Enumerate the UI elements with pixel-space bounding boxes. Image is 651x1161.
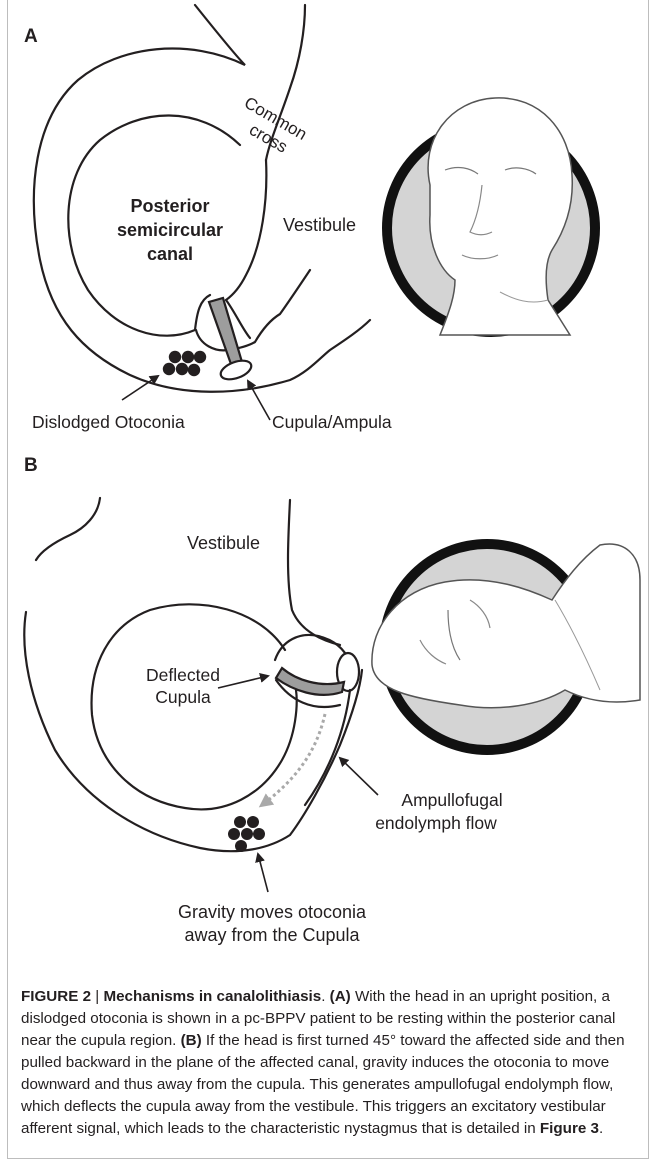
panel-a-otoconia	[163, 351, 206, 376]
canal-label-line3: canal	[147, 244, 193, 264]
caption-figure-label: FIGURE 2	[21, 988, 91, 1005]
canal-label-line2: semicircular	[117, 220, 223, 240]
caption-end: .	[599, 1120, 603, 1137]
caption-title: Mechanisms in canalolithiasis	[103, 988, 321, 1005]
caption-a-label: (A)	[330, 988, 351, 1005]
gravity-pointer-arrow	[258, 854, 268, 892]
cupula-ampula-label: Cupula/Ampula	[272, 412, 392, 432]
flow-label-line1: Ampullofugal	[401, 790, 502, 810]
deflected-cupula-arrow	[218, 676, 268, 688]
gravity-label-line1: Gravity moves otoconia	[178, 902, 367, 922]
deflected-cupula-label-line1: Deflected	[146, 665, 220, 685]
vestibule-label-a: Vestibule	[283, 215, 356, 235]
caption-b-label: (B)	[181, 1032, 202, 1049]
caption-figure-reference[interactable]: Figure 3	[540, 1120, 599, 1137]
canal-label-line1: Posterior	[130, 196, 209, 216]
panel-b-otoconia	[228, 816, 265, 852]
caption-title-end: .	[321, 988, 329, 1005]
flow-label-line2: endolymph flow	[375, 813, 497, 833]
head-upright-illustration	[387, 98, 595, 335]
gravity-label-line2: away from the Cupula	[184, 925, 360, 945]
deflected-cupula-label-line2: Cupula	[155, 687, 211, 707]
dislodged-otoconia-label: Dislodged Otoconia	[32, 412, 185, 432]
vestibule-label-b: Vestibule	[187, 533, 260, 553]
figure-illustration: Common cross Posterior semicircular cana…	[0, 0, 651, 980]
figure-caption: FIGURE 2 | Mechanisms in canalolithiasis…	[21, 986, 631, 1140]
head-reclined-illustration	[372, 544, 640, 750]
caption-separator: |	[91, 988, 103, 1005]
flow-pointer-arrow	[340, 758, 378, 795]
